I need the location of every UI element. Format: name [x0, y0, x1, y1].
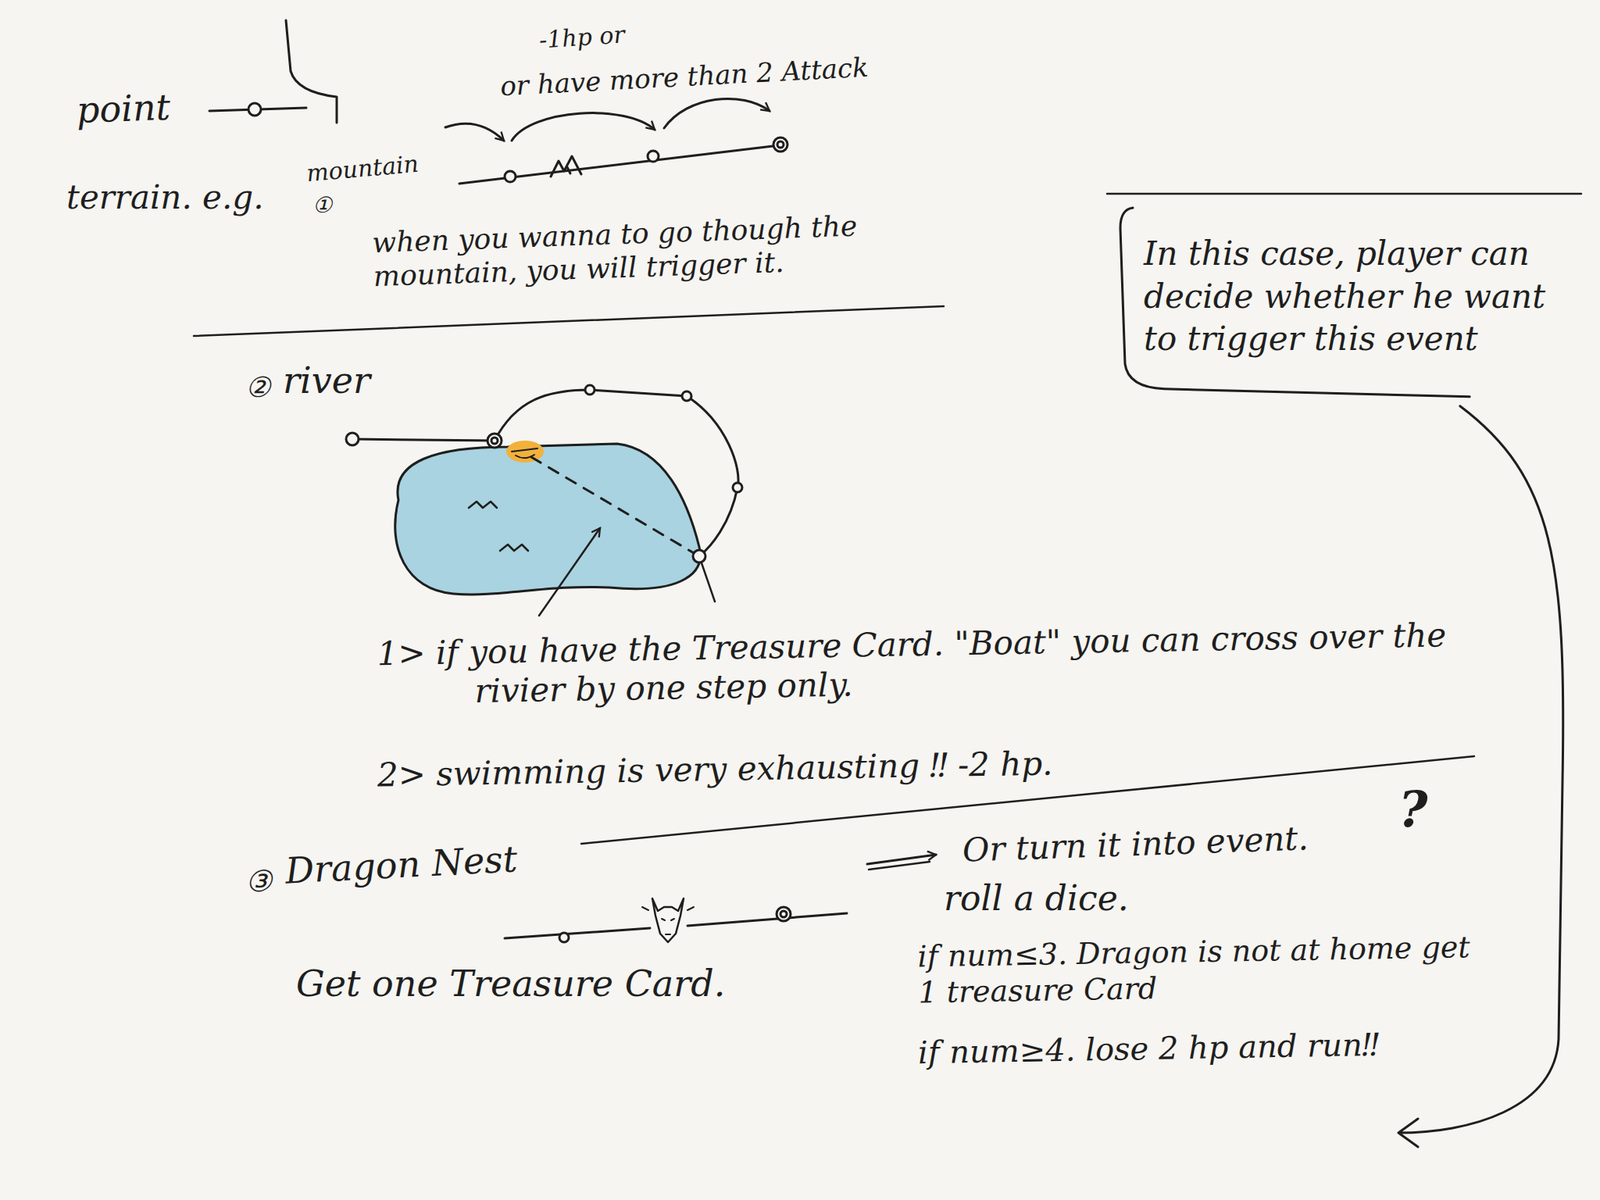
note-text: when you wanna to go though the mountain…	[371, 208, 875, 294]
note-text: -1hp or	[538, 20, 626, 55]
note-text: point	[75, 85, 172, 133]
river-path	[352, 439, 495, 441]
point-dot	[780, 910, 787, 918]
mountain-symbol	[550, 156, 582, 177]
note-text: ③	[245, 864, 272, 900]
note-text: 2> swimming is very exhausting ‼ -2 hp.	[377, 743, 1054, 795]
point-dot	[682, 391, 692, 401]
point-dot	[585, 385, 595, 395]
note-text: ②	[245, 370, 271, 404]
implies-arrow	[868, 861, 930, 870]
point-dot	[692, 550, 706, 563]
separator	[1107, 192, 1582, 196]
note-text: Get one Treasure Card.	[296, 962, 725, 1006]
curved-arrow	[1398, 406, 1564, 1147]
note-text: ?	[1398, 779, 1429, 840]
note-text: river	[282, 359, 371, 403]
point-dot	[777, 141, 784, 148]
note-text: In this case, player can decide whether …	[1143, 232, 1568, 361]
boat-symbol	[511, 448, 538, 458]
point-dot	[647, 150, 659, 162]
note-text: terrain. e.g.	[66, 178, 265, 218]
point-dot	[487, 433, 502, 448]
note-text: 1> if you have the Treasure Card. "Boat"…	[376, 615, 1472, 714]
note-text: roll a dice.	[943, 878, 1129, 920]
note-text: or have more than 2 Attack	[499, 51, 869, 103]
note-text: ①	[312, 192, 333, 219]
wave-marks	[468, 501, 529, 551]
point-dot	[248, 103, 261, 116]
dragon-head	[652, 898, 684, 943]
note-text: Dragon Nest	[284, 837, 519, 893]
note-text: if num≤3. Dragon is not at home get 1 tr…	[917, 929, 1497, 1011]
point-dot	[504, 171, 516, 183]
point-dot	[559, 932, 569, 943]
point-dot	[773, 137, 788, 152]
point-dot	[732, 482, 743, 493]
arc-arrow	[664, 98, 770, 129]
river-water	[395, 443, 701, 595]
note-text: mountain	[305, 150, 421, 188]
note-text: Or turn it into event.	[961, 818, 1309, 871]
boat-mark	[506, 440, 544, 463]
bracket	[285, 20, 337, 123]
terrain-path	[459, 144, 786, 184]
point-dot	[346, 432, 359, 446]
river-path	[494, 389, 739, 557]
separator	[193, 306, 944, 336]
note-box: In this case, player can decide whether …	[1101, 204, 1586, 396]
point-dot	[776, 907, 791, 922]
arc-arrow	[511, 113, 655, 141]
arc-arrow	[445, 123, 504, 141]
boat-route	[531, 457, 700, 557]
point-dot	[491, 437, 498, 444]
dragon-details	[642, 907, 694, 935]
leader-arrow	[539, 528, 600, 616]
note-text: if num≥4. lose 2 hp and run‼	[917, 1025, 1380, 1072]
